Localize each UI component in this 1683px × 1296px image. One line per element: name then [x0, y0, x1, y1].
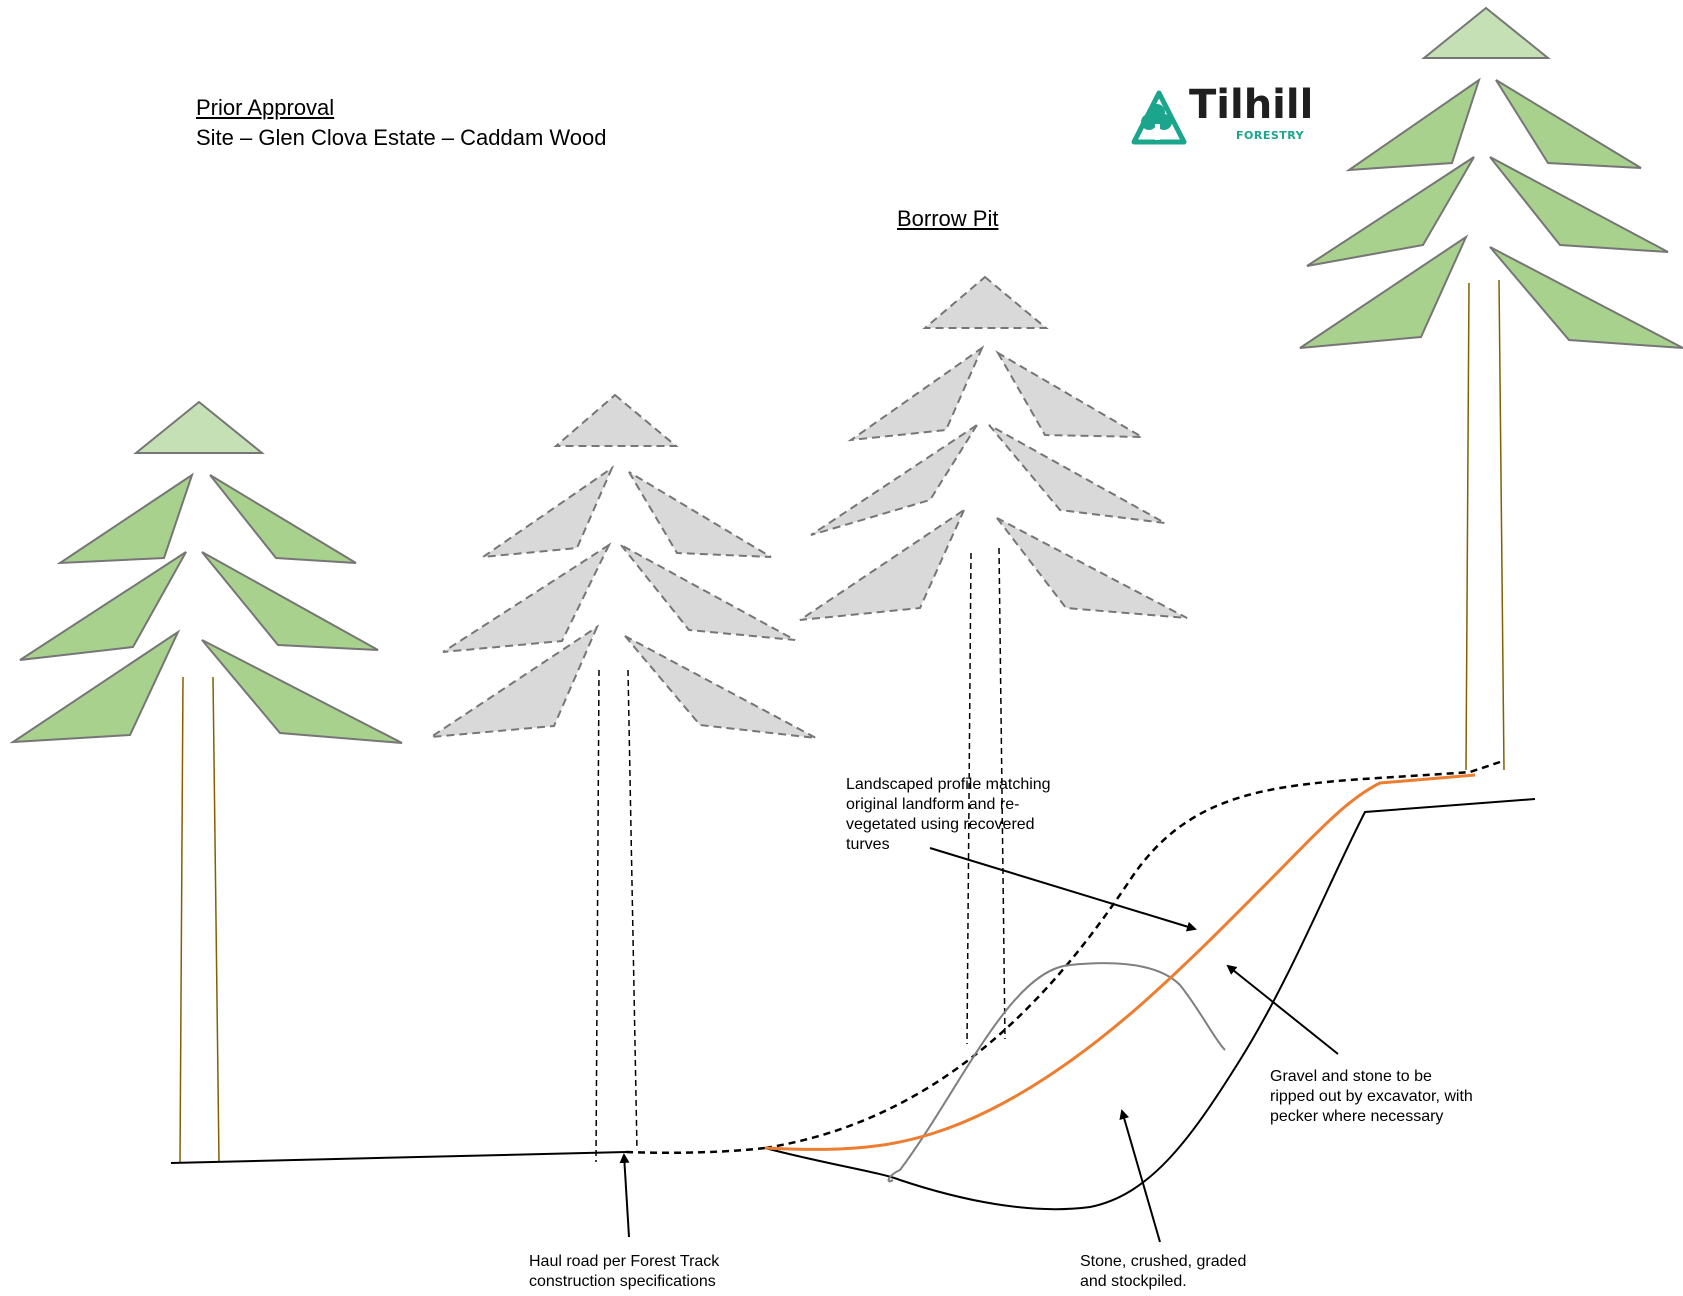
- tree-trunk: [595, 669, 600, 1163]
- tree-branch: [1306, 156, 1475, 267]
- tree-branch: [624, 635, 817, 739]
- retained-tree-left: [9, 400, 403, 1163]
- annotation-line: original landform and re-: [846, 796, 1020, 813]
- tree-top: [133, 400, 265, 454]
- tree-branch: [1489, 156, 1669, 253]
- tree-branch: [201, 639, 403, 744]
- tree-trunk: [1498, 279, 1505, 771]
- tree-branch: [442, 542, 612, 653]
- tree-trunk: [998, 547, 1006, 1040]
- arrow-gravel: [1226, 964, 1339, 1055]
- logo-wordmark: Tilhill: [1189, 82, 1314, 128]
- removed-tree-2: [799, 275, 1188, 1045]
- annotation-line: Gravel and stone to be: [1270, 1068, 1432, 1085]
- tree-branch: [1299, 234, 1469, 349]
- excavation-profile: [764, 798, 1536, 1211]
- restored-profile: [764, 773, 1476, 1151]
- annotation-line: Haul road per Forest Track: [529, 1253, 720, 1270]
- annotation-line: and stockpiled.: [1080, 1273, 1187, 1290]
- stockpile-outline: [887, 962, 1226, 1183]
- annotation-line: Landscaped profile matching: [846, 776, 1051, 793]
- annotation-line: turves: [846, 836, 890, 853]
- annotation-line: pecker where necessary: [1270, 1108, 1444, 1125]
- tree-branch: [988, 424, 1166, 524]
- tree-in-triangle-icon: [1131, 90, 1187, 145]
- removed-tree-1: [430, 393, 817, 1163]
- annotation-haul-road: Haul road per Forest Track construction …: [529, 1252, 719, 1292]
- logo-subtitle: FORESTRY: [1236, 129, 1305, 142]
- tree-top: [922, 275, 1049, 329]
- annotation-line: construction specifications: [529, 1273, 716, 1290]
- tree-branch: [201, 551, 379, 651]
- ground-line: [170, 1151, 627, 1164]
- annotation-stone-stockpiled: Stone, crushed, graded and stockpiled.: [1080, 1252, 1246, 1292]
- tree-top: [1421, 6, 1551, 59]
- annotation-landscaped-profile: Landscaped profile matching original lan…: [846, 775, 1051, 855]
- tree-branch: [1345, 77, 1481, 172]
- tree-trunk: [966, 552, 972, 1045]
- tree-branch: [19, 551, 187, 661]
- diagram-title: Borrow Pit: [897, 206, 999, 231]
- tree-branch: [847, 345, 985, 442]
- tree-trunk: [1465, 282, 1470, 771]
- tree-branch: [9, 629, 181, 744]
- arrow-landscaped: [929, 847, 1197, 932]
- annotation-line: Stone, crushed, graded: [1080, 1253, 1247, 1270]
- tree-trunk: [179, 676, 184, 1163]
- tree-branch: [1489, 246, 1683, 349]
- original-ground-dashed: [625, 1146, 766, 1155]
- annotation-gravel-stone: Gravel and stone to be ripped out by exc…: [1270, 1067, 1473, 1127]
- site-label: Site – Glen Clova Estate – Caddam Wood: [196, 125, 607, 150]
- tree-branch: [1495, 79, 1642, 169]
- tree-branch: [430, 624, 600, 738]
- tree-branch: [996, 517, 1188, 619]
- annotation-line: ripped out by excavator, with: [1270, 1088, 1473, 1105]
- tree-top: [553, 393, 679, 447]
- arrow-haul-road: [619, 1153, 630, 1238]
- tree-branch: [995, 350, 1146, 439]
- tree-trunk: [212, 676, 220, 1163]
- arrow-stone: [1119, 1109, 1161, 1243]
- tree-branch: [628, 471, 772, 558]
- retained-tree-right: [1299, 6, 1683, 771]
- tree-branch: [209, 474, 357, 564]
- prior-approval-heading: Prior Approval: [196, 95, 335, 120]
- tree-branch: [810, 424, 978, 536]
- tilhill-logo: Tilhill FORESTRY: [1131, 82, 1313, 148]
- tree-branch: [56, 472, 194, 565]
- annotation-line: vegetated using recovered: [846, 816, 1035, 833]
- tree-trunk: [627, 669, 638, 1151]
- tree-branch: [620, 544, 796, 641]
- tree-branch: [799, 507, 967, 621]
- tree-branch: [479, 465, 615, 559]
